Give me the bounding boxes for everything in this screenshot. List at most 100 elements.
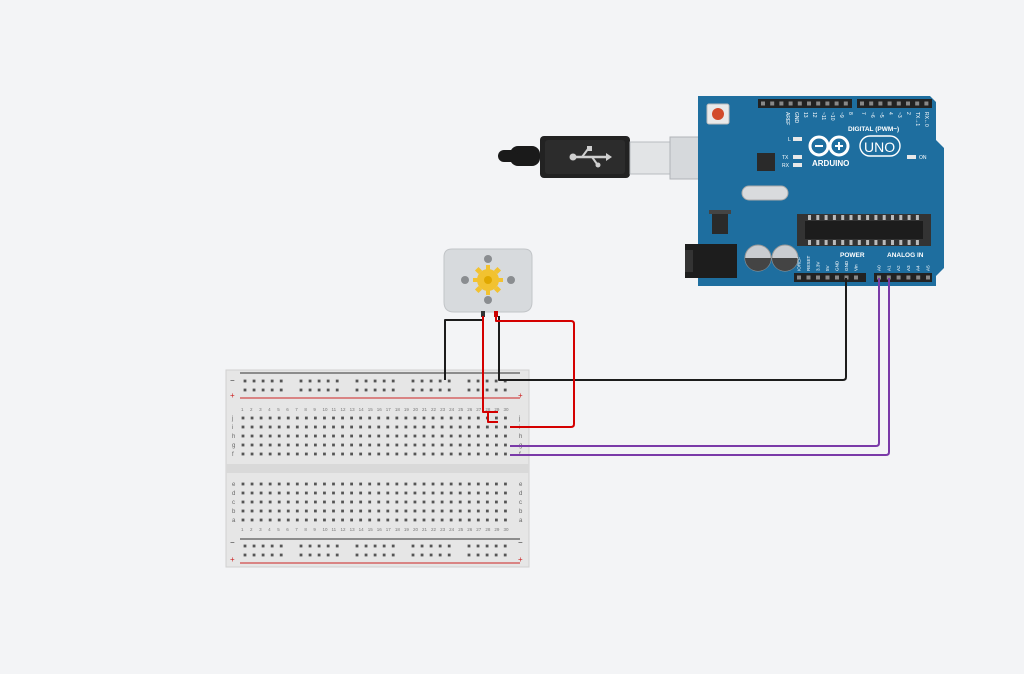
breadboard-hole[interactable] bbox=[458, 452, 462, 456]
breadboard-hole[interactable] bbox=[495, 416, 498, 420]
breadboard-hole[interactable] bbox=[467, 518, 471, 522]
breadboard-hole[interactable] bbox=[259, 443, 263, 447]
breadboard-hole[interactable] bbox=[382, 388, 386, 392]
breadboard-hole[interactable] bbox=[440, 518, 444, 522]
breadboard-hole[interactable] bbox=[259, 416, 263, 420]
breadboard-hole[interactable] bbox=[295, 416, 299, 420]
breadboard-hole[interactable] bbox=[449, 452, 453, 456]
breadboard-hole[interactable] bbox=[467, 544, 471, 548]
breadboard-hole[interactable] bbox=[429, 553, 433, 557]
breadboard-hole[interactable] bbox=[326, 379, 330, 383]
breadboard-hole[interactable] bbox=[485, 509, 489, 513]
breadboard-hole[interactable] bbox=[467, 491, 471, 495]
breadboard-hole[interactable] bbox=[250, 434, 254, 438]
breadboard-hole[interactable] bbox=[359, 518, 363, 522]
breadboard-hole[interactable] bbox=[323, 416, 326, 420]
breadboard-hole[interactable] bbox=[314, 509, 317, 513]
breadboard-hole[interactable] bbox=[395, 482, 399, 486]
breadboard-hole[interactable] bbox=[304, 482, 308, 486]
breadboard-hole[interactable] bbox=[359, 482, 363, 486]
breadboard-hole[interactable] bbox=[341, 425, 344, 429]
breadboard-hole[interactable] bbox=[404, 443, 408, 447]
breadboard-hole[interactable] bbox=[431, 491, 435, 495]
breadboard-hole[interactable] bbox=[350, 518, 353, 522]
breadboard-hole[interactable] bbox=[332, 509, 335, 513]
breadboard-hole[interactable] bbox=[440, 509, 444, 513]
breadboard-hole[interactable] bbox=[355, 553, 359, 557]
dc-motor-icon[interactable] bbox=[443, 248, 533, 317]
breadboard-hole[interactable] bbox=[440, 500, 444, 504]
breadboard-hole[interactable] bbox=[259, 452, 263, 456]
breadboard-hole[interactable] bbox=[368, 509, 372, 513]
breadboard-hole[interactable] bbox=[495, 482, 498, 486]
breadboard-hole[interactable] bbox=[261, 553, 265, 557]
breadboard-hole[interactable] bbox=[270, 544, 274, 548]
breadboard-hole[interactable] bbox=[259, 500, 263, 504]
bottom-pin-hole[interactable] bbox=[835, 275, 839, 280]
breadboard-hole[interactable] bbox=[495, 443, 498, 447]
breadboard-hole[interactable] bbox=[299, 379, 303, 383]
breadboard-hole[interactable] bbox=[411, 379, 415, 383]
breadboard-hole[interactable] bbox=[382, 544, 386, 548]
digital-pin-hole[interactable] bbox=[843, 101, 848, 106]
breadboard-hole[interactable] bbox=[503, 388, 507, 392]
breadboard-hole[interactable] bbox=[332, 518, 335, 522]
breadboard-hole[interactable] bbox=[458, 443, 462, 447]
breadboard-hole[interactable] bbox=[494, 553, 498, 557]
breadboard-hole[interactable] bbox=[277, 425, 281, 429]
breadboard-hole[interactable] bbox=[252, 388, 256, 392]
breadboard-hole[interactable] bbox=[495, 518, 498, 522]
breadboard-hole[interactable] bbox=[277, 500, 281, 504]
breadboard-hole[interactable] bbox=[420, 388, 424, 392]
breadboard-hole[interactable] bbox=[440, 443, 444, 447]
breadboard-hole[interactable] bbox=[386, 482, 390, 486]
bottom-pin-hole[interactable] bbox=[916, 275, 921, 280]
breadboard-hole[interactable] bbox=[391, 544, 395, 548]
breadboard-hole[interactable] bbox=[404, 500, 408, 504]
breadboard-holes[interactable] bbox=[241, 379, 507, 557]
digital-pin-hole[interactable] bbox=[860, 101, 864, 106]
breadboard-hole[interactable] bbox=[241, 500, 245, 504]
breadboard-hole[interactable] bbox=[268, 509, 272, 513]
breadboard-hole[interactable] bbox=[304, 509, 308, 513]
breadboard-hole[interactable] bbox=[504, 482, 507, 486]
breadboard-hole[interactable] bbox=[323, 452, 326, 456]
breadboard-hole[interactable] bbox=[404, 509, 408, 513]
breadboard-hole[interactable] bbox=[458, 518, 462, 522]
breadboard-hole[interactable] bbox=[438, 379, 442, 383]
breadboard-hole[interactable] bbox=[323, 482, 326, 486]
breadboard-hole[interactable] bbox=[314, 500, 317, 504]
breadboard-hole[interactable] bbox=[341, 416, 344, 420]
breadboard-hole[interactable] bbox=[422, 500, 426, 504]
breadboard-hole[interactable] bbox=[413, 434, 417, 438]
breadboard-hole[interactable] bbox=[422, 425, 426, 429]
breadboard-hole[interactable] bbox=[458, 500, 462, 504]
breadboard-hole[interactable] bbox=[476, 482, 480, 486]
breadboard-hole[interactable] bbox=[295, 452, 299, 456]
breadboard-hole[interactable] bbox=[368, 443, 372, 447]
breadboard-hole[interactable] bbox=[350, 491, 353, 495]
breadboard-hole[interactable] bbox=[304, 518, 308, 522]
breadboard-hole[interactable] bbox=[431, 518, 435, 522]
digital-header-right[interactable] bbox=[857, 99, 932, 108]
digital-pin-hole[interactable] bbox=[834, 101, 839, 106]
breadboard-hole[interactable] bbox=[377, 443, 381, 447]
breadboard-hole[interactable] bbox=[467, 425, 471, 429]
breadboard-hole[interactable] bbox=[270, 388, 274, 392]
breadboard-hole[interactable] bbox=[422, 443, 426, 447]
breadboard-hole[interactable] bbox=[317, 388, 321, 392]
breadboard-hole[interactable] bbox=[440, 416, 444, 420]
breadboard-hole[interactable] bbox=[259, 434, 263, 438]
breadboard-hole[interactable] bbox=[420, 544, 424, 548]
breadboard-hole[interactable] bbox=[277, 518, 281, 522]
breadboard-hole[interactable] bbox=[377, 482, 381, 486]
breadboard-hole[interactable] bbox=[279, 379, 283, 383]
breadboard-hole[interactable] bbox=[241, 482, 245, 486]
wire-black-to-gnd[interactable] bbox=[498, 278, 847, 381]
breadboard-hole[interactable] bbox=[314, 491, 317, 495]
breadboard-hole[interactable] bbox=[440, 425, 444, 429]
breadboard-hole[interactable] bbox=[495, 425, 498, 429]
breadboard-hole[interactable] bbox=[420, 553, 424, 557]
breadboard-hole[interactable] bbox=[286, 416, 290, 420]
breadboard-hole[interactable] bbox=[241, 491, 245, 495]
